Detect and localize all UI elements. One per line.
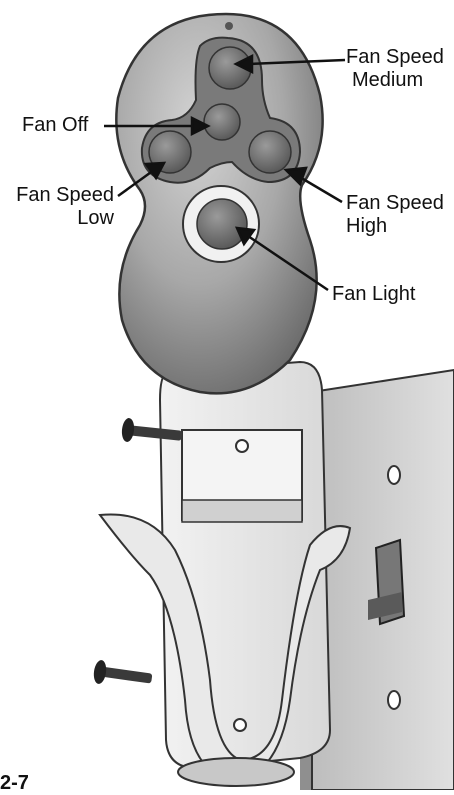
label-fan-speed-high-line1: Fan Speed bbox=[346, 192, 444, 215]
label-fan-light: Fan Light bbox=[332, 283, 415, 306]
leader-fan-speed-high bbox=[298, 176, 342, 202]
plate-screw-top bbox=[388, 466, 400, 484]
label-fan-speed-medium-line2: Medium bbox=[346, 69, 444, 92]
fan-off-button bbox=[204, 104, 240, 140]
fan-speed-high-button bbox=[249, 131, 291, 173]
label-fan-speed-medium-line1: Fan Speed bbox=[346, 46, 444, 69]
label-fan-speed-high-line2: High bbox=[346, 215, 444, 238]
figure-number: 2-7 bbox=[0, 772, 29, 795]
mounting-screw-bottom bbox=[92, 659, 152, 684]
remote-control bbox=[116, 14, 322, 393]
label-fan-off: Fan Off bbox=[22, 114, 88, 137]
label-fan-speed-high: Fan Speed High bbox=[346, 192, 444, 238]
holder-screw-hole bbox=[234, 719, 246, 731]
label-fan-speed-medium: Fan Speed Medium bbox=[346, 46, 444, 92]
label-fan-speed-low: Fan Speed Low bbox=[2, 184, 114, 230]
fan-light-button bbox=[197, 199, 247, 249]
remote-holder-bracket bbox=[100, 362, 350, 786]
label-fan-speed-low-line1: Fan Speed bbox=[2, 184, 114, 207]
label-fan-speed-low-line2: Low bbox=[2, 207, 114, 230]
plate-screw-bottom bbox=[388, 691, 400, 709]
